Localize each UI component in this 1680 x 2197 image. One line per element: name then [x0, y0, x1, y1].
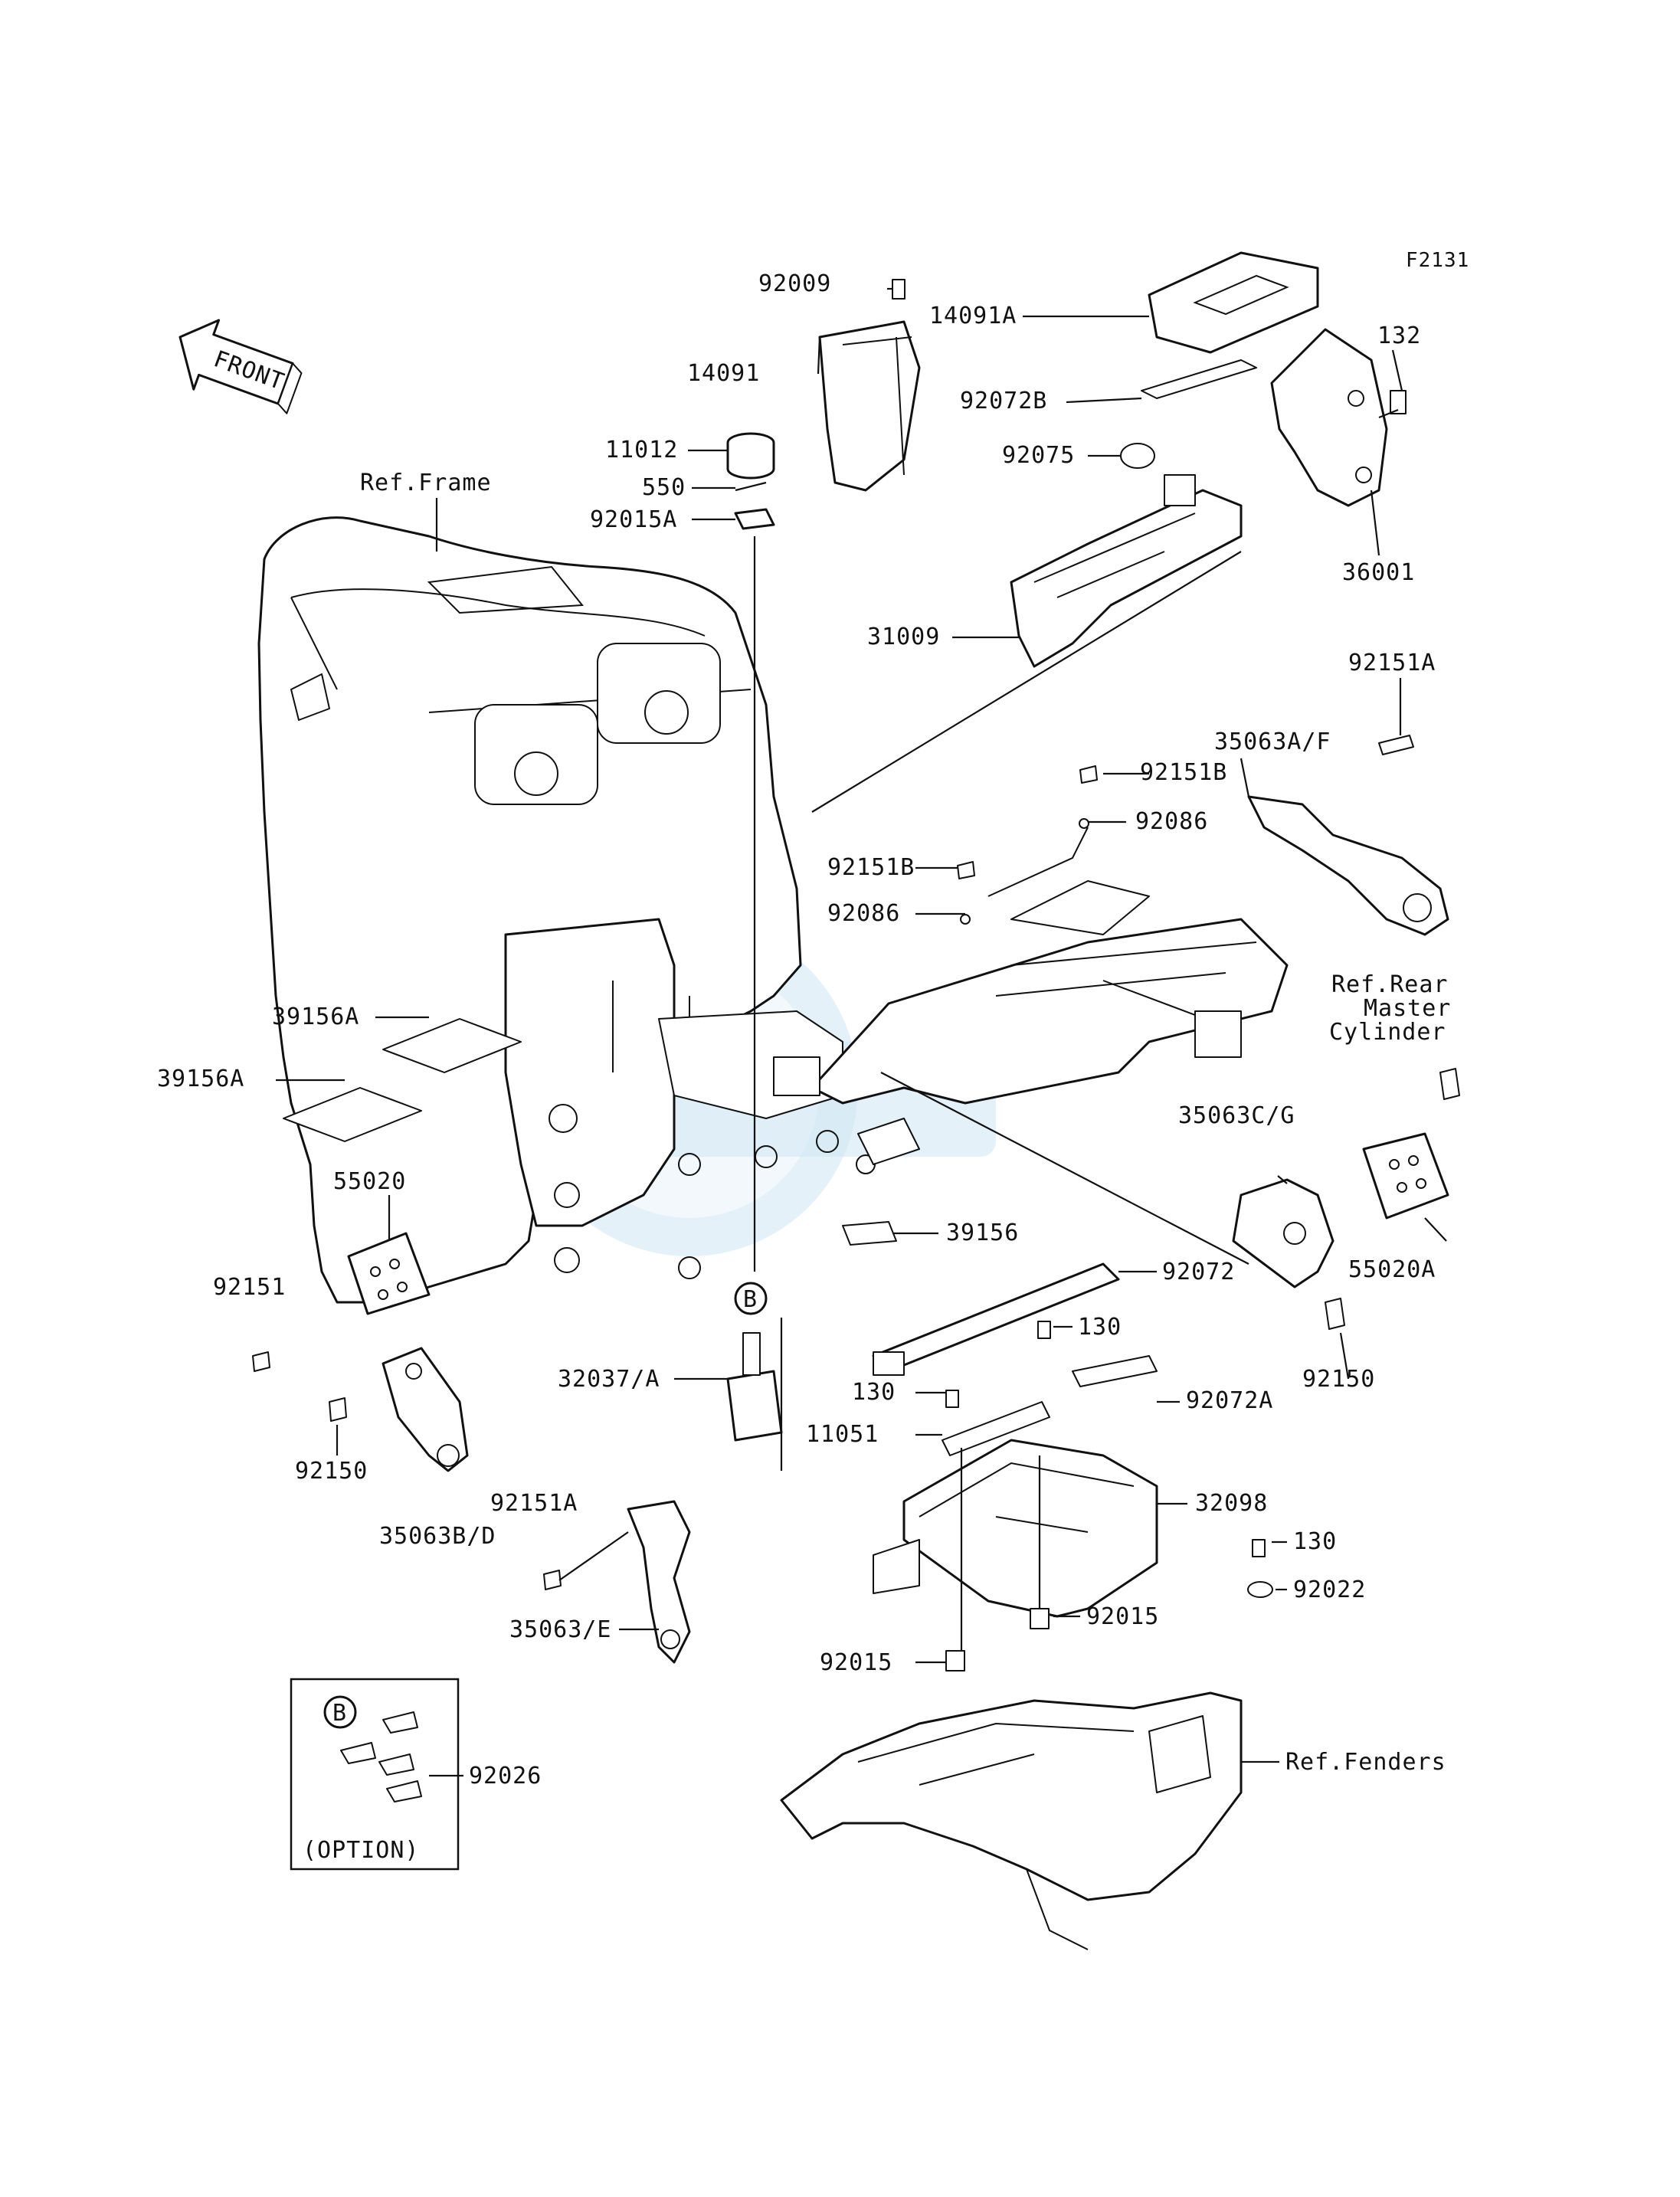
- washer-92075-drawing: [1120, 443, 1155, 469]
- callout-labels: 92009 14091A 132 14091 92072B 11012 9207…: [157, 270, 1451, 1776]
- footpeg-55020A-drawing: [1362, 1132, 1449, 1220]
- battery-case-32098-drawing: [873, 1439, 1158, 1618]
- holder-11051-drawing: [942, 1401, 1050, 1456]
- label-130-3: 130: [1293, 1528, 1337, 1555]
- b-marker-badge: B: [734, 1282, 768, 1315]
- label-92150-left: 92150: [295, 1458, 368, 1485]
- label-ref-rear-1: Ref.Rear: [1331, 971, 1449, 998]
- bolt-92151-drawing: [252, 1351, 270, 1372]
- bolt-92151B-drawing: [957, 765, 1098, 879]
- label-130-1: 130: [1078, 1314, 1122, 1341]
- label-32098: 32098: [1195, 1490, 1268, 1517]
- bolt-92150-right-drawing: [1325, 1298, 1345, 1330]
- shim-plates-icon: [340, 1711, 422, 1802]
- screw-92009-drawing: [892, 279, 905, 300]
- label-92150-right: 92150: [1302, 1366, 1375, 1393]
- label-92072B: 92072B: [960, 388, 1047, 414]
- label-ref-fenders: Ref.Fenders: [1285, 1749, 1446, 1776]
- label-ref-rear-3: Cylinder: [1329, 1019, 1446, 1046]
- sticker-39156A-lower: [283, 1087, 422, 1142]
- label-92075: 92075: [1002, 442, 1075, 469]
- footrest-bracket-35063AF-drawing: [1247, 795, 1449, 936]
- footrest-bracket-35063BD-drawing: [382, 1347, 469, 1472]
- label-92151: 92151: [213, 1274, 286, 1301]
- wire-92086-drawing: [960, 818, 1089, 925]
- strap-92072B-drawing: [1141, 359, 1257, 399]
- label-92151A-top: 92151A: [1348, 650, 1436, 676]
- front-arrow-icon: FRONT: [178, 319, 303, 414]
- label-92022: 92022: [1293, 1577, 1366, 1603]
- b-marker-text: B: [743, 1286, 758, 1313]
- label-55020A: 55020A: [1348, 1256, 1436, 1283]
- rear-fender-drawing: [780, 1691, 1243, 1950]
- label-92151B-1: 92151B: [1140, 759, 1227, 786]
- nut-92022-drawing: [1247, 1581, 1273, 1598]
- sticker-39156A-upper: [382, 1018, 522, 1073]
- strap-92072-drawing: [872, 1262, 1120, 1376]
- bolt-132-drawing: [1378, 390, 1407, 419]
- label-36001: 36001: [1342, 559, 1415, 586]
- footrest-bracket-35063CG-drawing: [1232, 1178, 1335, 1288]
- label-14091: 14091: [687, 360, 760, 387]
- label-130-2: 130: [852, 1379, 896, 1406]
- label-92086-1: 92086: [1135, 808, 1208, 835]
- label-92072A: 92072A: [1186, 1387, 1273, 1414]
- label-39156: 39156: [946, 1220, 1019, 1246]
- bolt-92150-left-drawing: [329, 1397, 347, 1422]
- bracket-36001-drawing: [1270, 328, 1388, 507]
- label-92072: 92072: [1162, 1259, 1235, 1285]
- strap-92072A-drawing: [1072, 1355, 1158, 1387]
- tray-31009-drawing: [1010, 474, 1243, 668]
- label-92015: 92015: [1086, 1603, 1159, 1630]
- sticker-39156: [842, 1221, 897, 1246]
- label-11051: 11051: [806, 1421, 879, 1448]
- label-35063CG: 35063C/G: [1178, 1102, 1295, 1129]
- label-ref-rear-2: Master: [1364, 995, 1451, 1022]
- label-550: 550: [642, 474, 686, 501]
- option-box: B (OPTION) 92026: [290, 1678, 542, 1871]
- label-11012: 11012: [605, 437, 678, 463]
- screws-130-drawing: [945, 1321, 1266, 1557]
- bracket-32037A-drawing: [726, 1332, 783, 1442]
- label-92151A-bottom: 92151A: [490, 1490, 578, 1517]
- label-39156A-1: 39156A: [272, 1004, 359, 1030]
- label-35063E: 35063/E: [509, 1616, 611, 1643]
- bolt-92151A-top-drawing: [1378, 735, 1414, 755]
- label-31009: 31009: [867, 624, 940, 650]
- option-box-badge: B: [332, 1700, 347, 1727]
- ecu-14091-drawing: [818, 320, 921, 492]
- label-14091A: 14091A: [929, 303, 1017, 329]
- label-35063BD: 35063B/D: [379, 1523, 496, 1550]
- figure-code: F2131: [1406, 249, 1469, 272]
- leader-lines: [276, 287, 1447, 1777]
- label-92026: 92026: [469, 1763, 542, 1789]
- option-box-caption: (OPTION): [303, 1837, 420, 1864]
- label-132: 132: [1377, 323, 1421, 349]
- label-ref-frame: Ref.Frame: [360, 470, 492, 496]
- label-92009: 92009: [758, 270, 831, 297]
- label-92151B-2: 92151B: [827, 854, 915, 881]
- rear-subframe-drawing: [773, 880, 1289, 1165]
- footpeg-55020-drawing: [347, 1232, 431, 1315]
- label-92015A: 92015A: [590, 506, 677, 533]
- label-39156A-2: 39156A: [157, 1066, 244, 1092]
- footrest-bracket-35063E-drawing: [627, 1500, 691, 1664]
- label-92086-2: 92086: [827, 900, 900, 927]
- damper-92015-drawing: [945, 1608, 1050, 1671]
- bolt-rear-master-drawing: [1439, 1068, 1460, 1100]
- label-92015-2: 92015: [820, 1649, 892, 1676]
- nut-92015A-drawing: [734, 508, 775, 530]
- bolt-92151A-bottom-drawing: [543, 1570, 562, 1590]
- cover-14091A-drawing: [1148, 251, 1319, 354]
- label-55020: 55020: [333, 1168, 406, 1195]
- cap-11012-drawing: [726, 432, 775, 480]
- label-32037A: 32037/A: [558, 1366, 660, 1393]
- label-35063AF: 35063A/F: [1214, 729, 1331, 755]
- pin-550-drawing: [735, 481, 767, 492]
